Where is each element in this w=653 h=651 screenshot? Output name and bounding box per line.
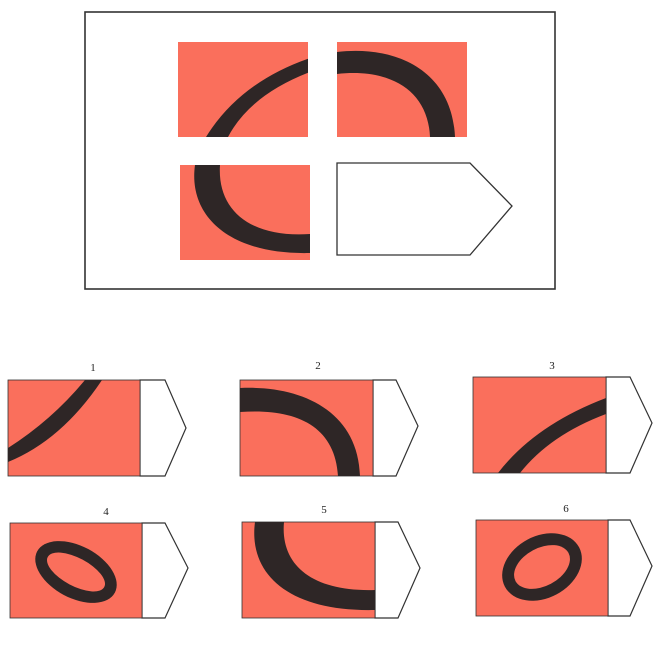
answer-option-2[interactable] [240, 358, 420, 478]
answer-option-6[interactable] [476, 501, 652, 618]
matrix-frame [85, 12, 555, 289]
matrix-tile-top-left [178, 42, 310, 137]
answer-option-3[interactable] [473, 358, 651, 475]
matrix-tile-bottom-left [180, 165, 310, 260]
matrix-tile-top-right [337, 42, 467, 137]
answer-option-5[interactable] [242, 502, 422, 620]
answer-option-4[interactable] [10, 504, 190, 620]
answer-option-1[interactable] [8, 360, 188, 478]
